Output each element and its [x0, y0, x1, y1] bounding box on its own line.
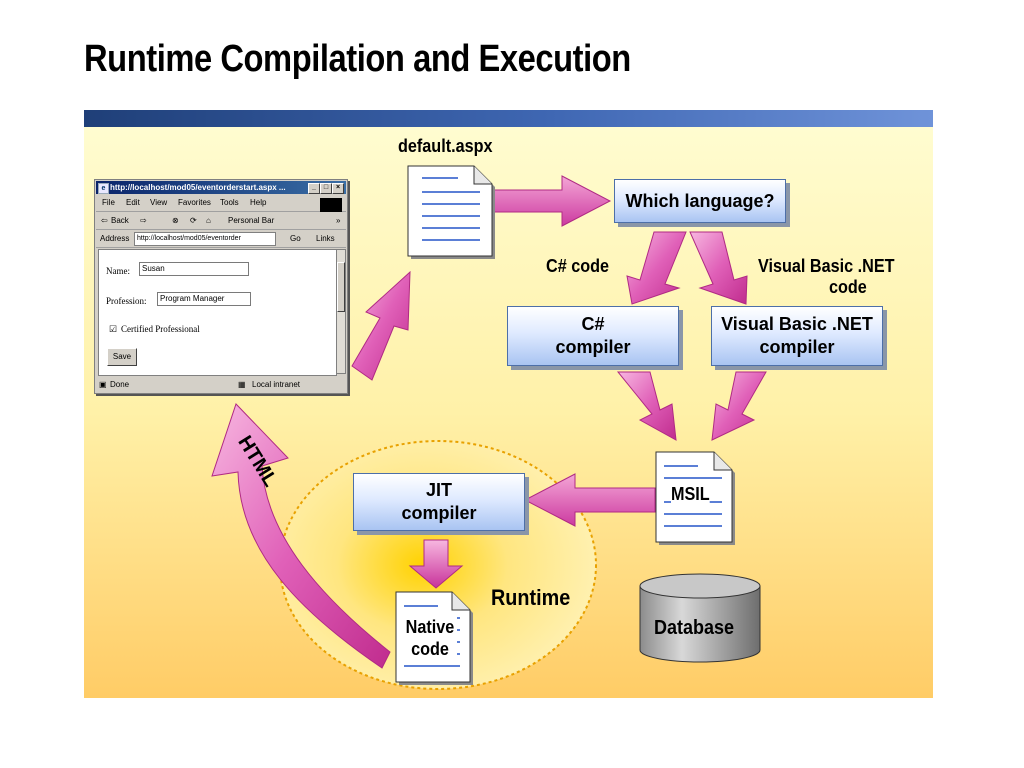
browser-menu-bar: File Edit View Favorites Tools Help — [96, 195, 346, 212]
database-label: Database — [654, 617, 735, 639]
jit-compiler-line2: compiler — [401, 503, 477, 523]
arrow-aspx-to-language — [491, 175, 612, 227]
refresh-icon[interactable]: ⟳ — [190, 216, 197, 225]
browser-status-bar: ▣ Done ▦ Local intranet — [96, 378, 346, 392]
scrollbar-thumb[interactable] — [337, 262, 345, 312]
profession-select[interactable]: Program Manager — [157, 292, 251, 306]
save-button[interactable]: Save — [107, 348, 137, 366]
vb-compiler-box: Visual Basic .NET compiler — [711, 306, 883, 366]
forward-arrow-icon[interactable]: ⇨ — [140, 216, 147, 225]
browser-window: e http://localhost/mod05/eventorderstart… — [94, 179, 348, 394]
maximize-icon[interactable]: □ — [320, 183, 332, 194]
browser-toolbar: ⇦ Back ⇨ ⊗ ⟳ ⌂ Personal Bar » — [96, 213, 346, 230]
arrow-browser-to-aspx — [351, 270, 411, 381]
menu-edit[interactable]: Edit — [126, 198, 140, 207]
arrow-jit-to-native — [408, 539, 464, 589]
arrow-msil-to-jit — [523, 473, 656, 527]
csharp-compiler-box: C# compiler — [507, 306, 679, 366]
jit-compiler-line1: JIT — [425, 480, 452, 500]
page-scrollbar[interactable] — [336, 249, 346, 374]
menu-help[interactable]: Help — [250, 198, 267, 207]
runtime-label: Runtime — [491, 585, 571, 610]
back-arrow-icon[interactable]: ⇦ — [101, 216, 108, 225]
links-button[interactable]: Links — [316, 234, 335, 243]
name-label: Name: — [106, 266, 130, 276]
msil-label: MSIL — [671, 484, 710, 505]
jit-compiler-box: JIT compiler — [353, 473, 525, 531]
which-language-box: Which language? — [614, 179, 786, 223]
browser-title: http://localhost/mod05/eventorderstart.a… — [110, 183, 286, 192]
minimize-icon[interactable]: _ — [308, 183, 320, 194]
arrow-native-to-browser — [211, 403, 391, 669]
vbnet-code-label: Visual Basic .NET — [758, 256, 895, 276]
menu-tools[interactable]: Tools — [220, 198, 239, 207]
arrow-language-to-csharp — [626, 231, 687, 305]
name-input[interactable]: Susan — [139, 262, 249, 276]
slide-title: Runtime Compilation and Execution — [84, 38, 631, 80]
ie-icon: e — [98, 183, 109, 194]
certified-label: Certified Professional — [121, 324, 200, 334]
back-button[interactable]: Back — [111, 216, 129, 225]
windows-logo-icon — [320, 198, 342, 212]
browser-address-bar: Address http://localhost/mod05/eventorde… — [96, 231, 346, 248]
title-divider-bar — [84, 110, 933, 127]
native-code-label-line2: code — [411, 639, 449, 659]
browser-page-content: Name: Susan Profession: Program Manager … — [98, 249, 337, 376]
csharp-compiler-line1: C# — [581, 314, 605, 334]
arrow-language-to-vb — [689, 231, 748, 305]
native-code-label: Native code — [403, 616, 457, 660]
native-code-label-line1: Native — [405, 617, 455, 637]
personal-bar-button[interactable]: Personal Bar — [228, 216, 275, 225]
close-icon[interactable]: × — [332, 183, 344, 194]
arrow-vb-to-msil — [711, 371, 767, 441]
status-page-icon: ▣ — [99, 380, 107, 389]
vb-compiler-line1: Visual Basic .NET — [721, 314, 873, 334]
address-input[interactable]: http://localhost/mod05/eventorder — [134, 232, 276, 246]
browser-title-bar: e http://localhost/mod05/eventorderstart… — [96, 181, 346, 194]
status-zone: Local intranet — [252, 380, 301, 389]
status-done: Done — [110, 380, 130, 389]
go-button[interactable]: Go — [290, 234, 301, 243]
certified-checkbox[interactable]: ☑ — [109, 324, 118, 334]
menu-file[interactable]: File — [102, 198, 115, 207]
aspx-document-icon — [407, 165, 495, 259]
vbnet-code-label-line2: code — [829, 277, 867, 297]
menu-view[interactable]: View — [150, 198, 168, 207]
home-icon[interactable]: ⌂ — [206, 216, 211, 225]
database-cylinder-icon — [639, 573, 761, 663]
stop-icon[interactable]: ⊗ — [172, 216, 179, 225]
menu-favorites[interactable]: Favorites — [178, 198, 211, 207]
intranet-icon: ▦ — [238, 380, 246, 389]
csharp-compiler-line2: compiler — [555, 337, 631, 357]
address-label: Address — [100, 234, 130, 243]
vb-compiler-line2: compiler — [759, 337, 835, 357]
toolbar-overflow-icon[interactable]: » — [336, 216, 341, 225]
aspx-file-label: default.aspx — [398, 136, 493, 156]
profession-label: Profession: — [106, 296, 147, 306]
csharp-code-label: C# code — [546, 256, 610, 276]
arrow-csharp-to-msil — [616, 371, 677, 441]
which-language-label: Which language? — [625, 190, 775, 211]
